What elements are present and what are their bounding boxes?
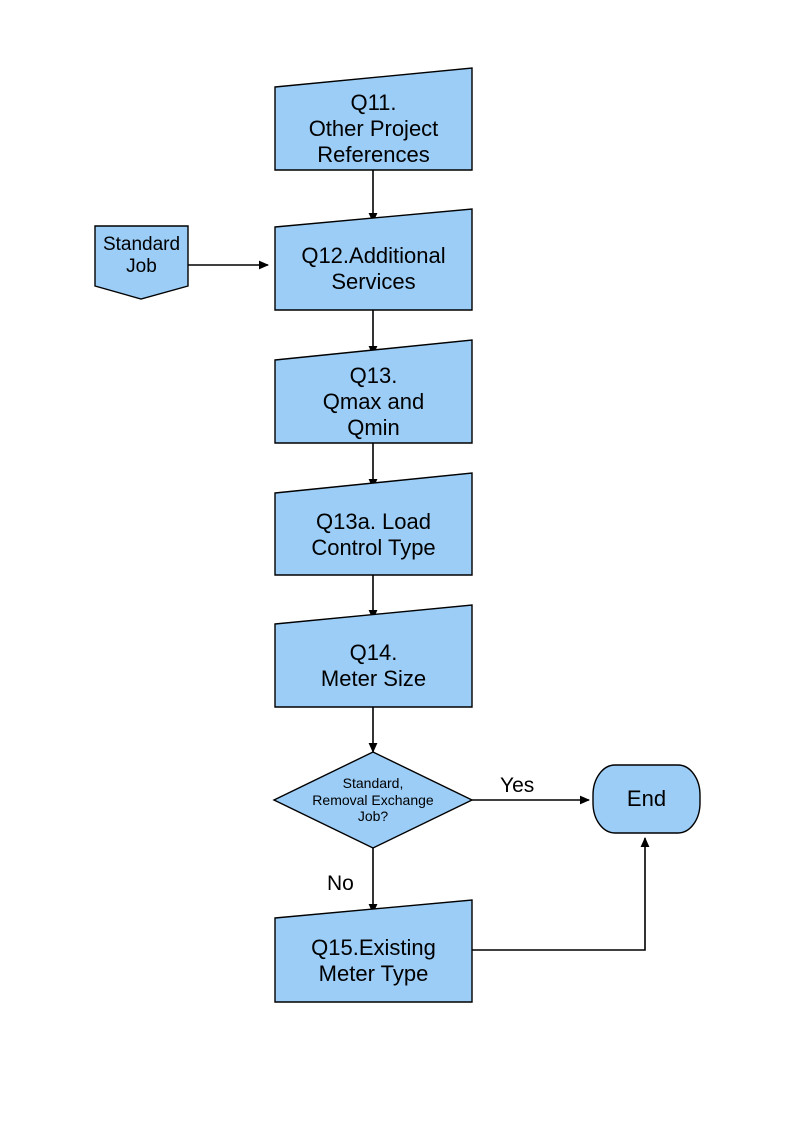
node-decision-standard-removal-exchange-job[interactable] [272, 751, 474, 849]
node-q15[interactable] [274, 899, 473, 1003]
node-q12[interactable] [274, 208, 473, 311]
edge-layer [188, 170, 650, 951]
node-q14[interactable] [274, 604, 473, 708]
node-q11[interactable] [274, 67, 473, 171]
node-q13a[interactable] [274, 472, 473, 576]
node-end[interactable] [592, 764, 701, 834]
node-standard-job[interactable] [94, 225, 189, 300]
node-q13[interactable] [274, 339, 473, 444]
node-layer [94, 67, 701, 1003]
edge-q15-to-end [472, 837, 650, 951]
